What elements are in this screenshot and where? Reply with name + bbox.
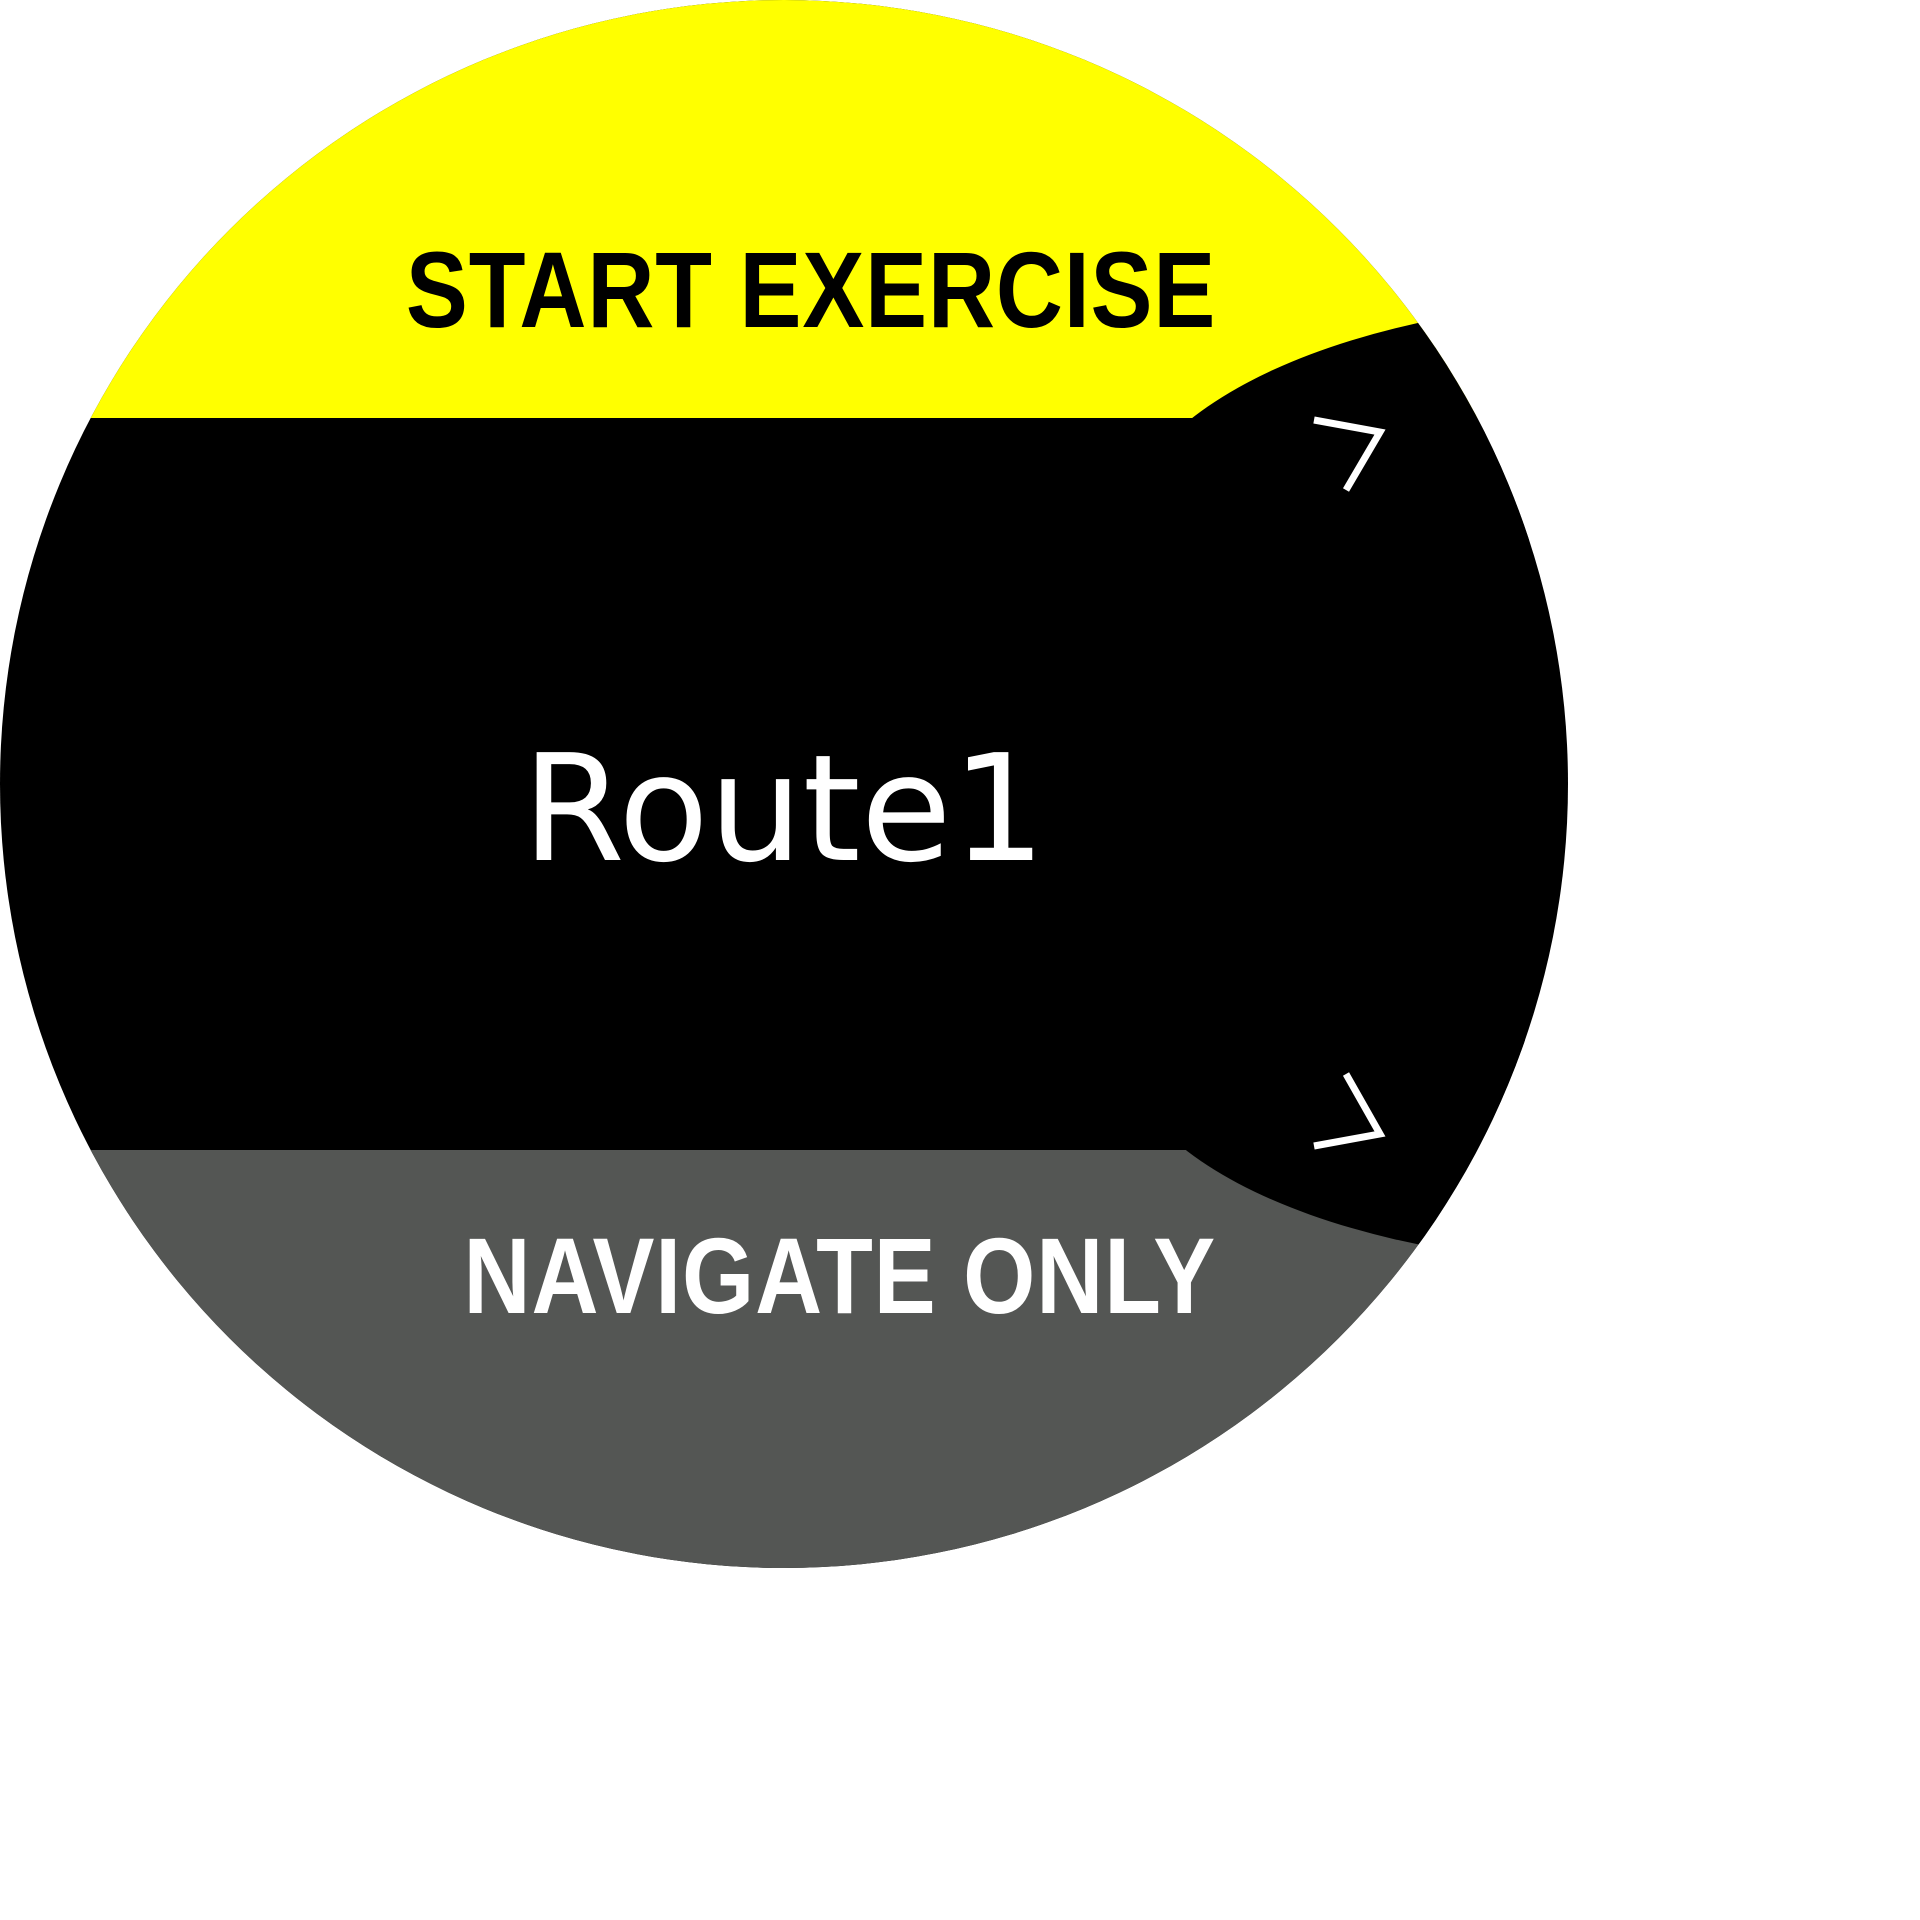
start-exercise-button[interactable] — [0, 0, 1568, 418]
watch-screen: START EXERCISE NAVIGATE ONLY Route1 — [0, 0, 1568, 1568]
arrow-up-right-icon — [1313, 416, 1386, 492]
start-exercise-label[interactable]: START EXERCISE — [405, 229, 1216, 350]
navigate-only-button[interactable] — [0, 1150, 1568, 1568]
navigate-only-label[interactable]: NAVIGATE ONLY — [463, 1215, 1216, 1336]
route-name: Route1 — [522, 723, 1046, 895]
arrow-down-right-icon — [1313, 1072, 1386, 1150]
